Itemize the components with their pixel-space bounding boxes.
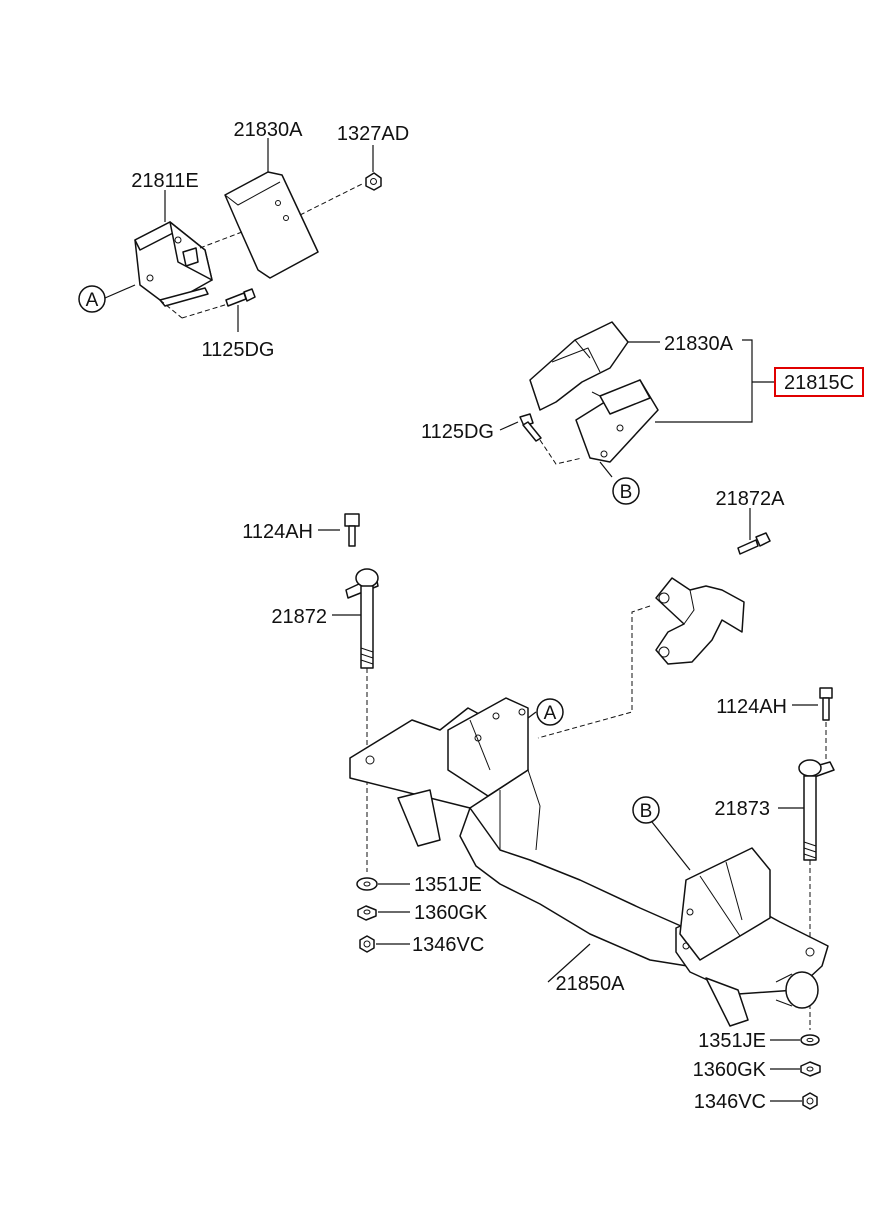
nut-1346vc-left xyxy=(359,935,375,953)
label-21872: 21872 xyxy=(271,606,327,628)
label-1327ad: 1327AD xyxy=(337,123,409,145)
bolt-1125dg-top xyxy=(225,288,256,307)
bracket-21872a xyxy=(655,577,745,665)
label-1125dg-top: 1125DG xyxy=(201,339,274,361)
mount-cover-21830a-top xyxy=(224,171,319,279)
label-1124ah-right: 1124AH xyxy=(716,696,787,718)
nut-1327ad xyxy=(365,172,382,191)
label-21830a-top: 21830A xyxy=(234,119,304,141)
engine-mount-21811e xyxy=(134,221,213,307)
stud-21872 xyxy=(345,568,379,669)
label-21872a: 21872A xyxy=(716,488,786,510)
bolt-1124ah-right xyxy=(819,687,833,721)
label-21815c: 21815C xyxy=(784,372,854,394)
svg-text:B: B xyxy=(640,801,653,822)
label-1124ah-left: 1124AH xyxy=(242,521,313,543)
nut-1360gk-left xyxy=(357,905,377,921)
stud-21873 xyxy=(798,759,835,861)
bolt-21872a xyxy=(737,532,771,555)
highlight-box-21815c xyxy=(774,367,864,397)
crossmember-21850a xyxy=(349,697,829,1027)
marker-b-frame: B xyxy=(632,796,660,824)
mount-cover-21830a-mid xyxy=(529,321,629,411)
label-21873: 21873 xyxy=(714,798,770,820)
svg-text:A: A xyxy=(86,290,99,311)
label-1360gk-left: 1360GK xyxy=(414,902,488,924)
label-1346vc-right: 1346VC xyxy=(694,1091,766,1113)
marker-a-top: A xyxy=(78,285,106,313)
marker-b-mid: B xyxy=(612,477,640,505)
marker-a-frame: A xyxy=(536,698,564,726)
label-21830a-mid: 21830A xyxy=(664,333,734,355)
washer-1351je-right xyxy=(800,1034,820,1046)
nut-1360gk-right xyxy=(800,1061,821,1077)
label-1346vc-left: 1346VC xyxy=(412,934,484,956)
label-1351je-left: 1351JE xyxy=(414,874,482,896)
label-1360gk-right: 1360GK xyxy=(693,1059,767,1081)
label-21811e: 21811E xyxy=(131,170,198,192)
svg-text:B: B xyxy=(620,482,633,503)
nut-1346vc-right xyxy=(802,1092,818,1110)
bolt-1124ah-left xyxy=(344,513,360,547)
label-1125dg-mid: 1125DG xyxy=(421,421,494,443)
engine-mount-21815c xyxy=(575,379,659,463)
label-21850a: 21850A xyxy=(556,973,626,995)
svg-text:A: A xyxy=(544,703,557,724)
label-1351je-right: 1351JE xyxy=(698,1030,766,1052)
bolt-1125dg-mid xyxy=(519,413,542,442)
washer-1351je-left xyxy=(356,877,378,891)
